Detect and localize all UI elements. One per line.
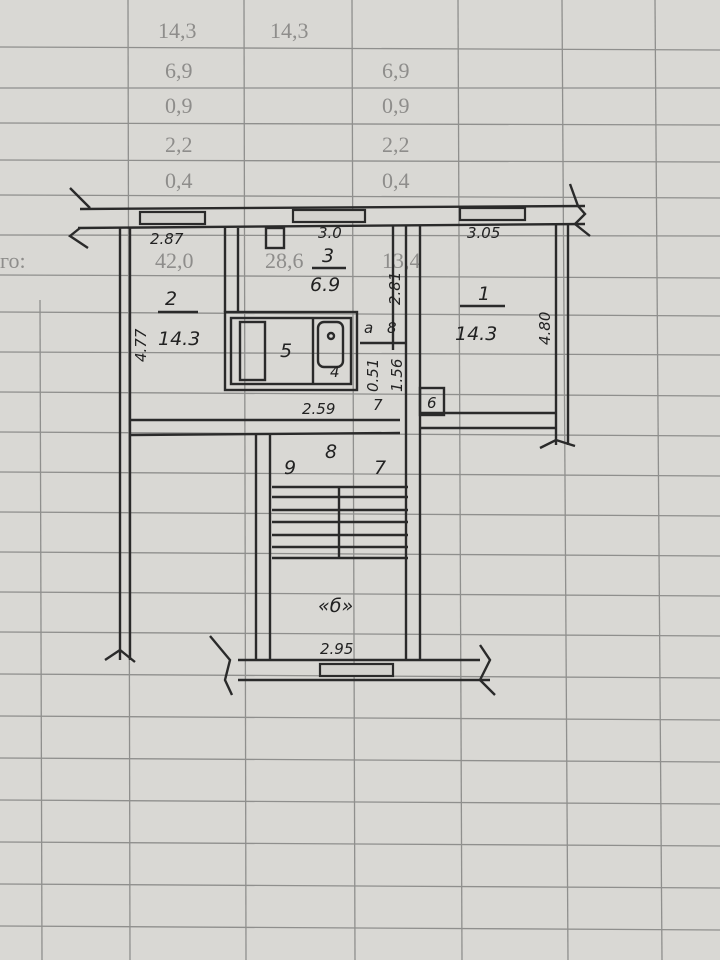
table-cell: 0,9 <box>382 93 410 118</box>
dim-label: 2.87 <box>150 230 184 248</box>
window <box>318 662 395 678</box>
dim-label: 3.0 <box>318 224 342 242</box>
total-cell: 28,6 <box>265 248 304 273</box>
room-area: 14.3 <box>455 323 497 345</box>
closet <box>418 386 446 417</box>
window <box>291 208 367 224</box>
vent <box>264 226 286 250</box>
room-number: 4 <box>330 363 340 381</box>
dim-label: 2.95 <box>320 640 353 658</box>
room-area: 6.9 <box>310 274 340 296</box>
total-label: го: <box>0 248 26 273</box>
bathtub <box>238 320 267 382</box>
walls <box>67 183 591 696</box>
room-number: 5 <box>280 340 292 362</box>
dim-label: 3.05 <box>467 224 500 242</box>
plan-labels: 2.87 3.0 3.05 3 6.9 2 14.3 1 14.3 4.77 4… <box>132 224 554 658</box>
room-number: 8 <box>387 319 397 337</box>
dim-label: 2.81 <box>386 272 404 305</box>
table-cell: 14,3 <box>158 18 197 43</box>
staircase <box>272 485 408 560</box>
table-cell: 0,4 <box>165 168 193 193</box>
stair-label: «б» <box>318 595 353 617</box>
window <box>138 210 207 226</box>
total-cell: 42,0 <box>155 248 194 273</box>
table-cell: 2,2 <box>165 132 193 157</box>
room-area: 14.3 <box>158 328 200 350</box>
room-number: 6 <box>427 394 437 412</box>
dim-label: 4.77 <box>132 328 150 362</box>
room-number: 9 <box>284 457 296 479</box>
dim-label: 2.59 <box>302 400 335 418</box>
dim-label: 4.80 <box>536 312 554 345</box>
table-cell: 14,3 <box>270 18 309 43</box>
room-number: 2 <box>165 288 177 310</box>
table-cell: 2,2 <box>382 132 410 157</box>
table-cell: 6,9 <box>382 58 410 83</box>
dim-label: 0.51 <box>364 359 382 392</box>
table-cell: 0,9 <box>165 93 193 118</box>
room-number: 1 <box>478 283 490 305</box>
sink <box>316 320 345 369</box>
total-cell: 13,4 <box>382 248 421 273</box>
table-cell: 0,4 <box>382 168 410 193</box>
room-number: 8 <box>325 441 337 463</box>
area-table: 14,3 14,3 6,9 6,9 0,9 0,9 2,2 2,2 0,4 0,… <box>0 18 421 273</box>
bathroom-block <box>223 226 446 417</box>
table-cell: 6,9 <box>165 58 193 83</box>
window <box>458 206 527 222</box>
room-number: 3 <box>322 245 334 267</box>
dim-label: 1.56 <box>388 359 406 392</box>
room-number: а <box>364 319 373 337</box>
room-number: 7 <box>374 457 386 479</box>
room-number: 7 <box>373 396 383 414</box>
